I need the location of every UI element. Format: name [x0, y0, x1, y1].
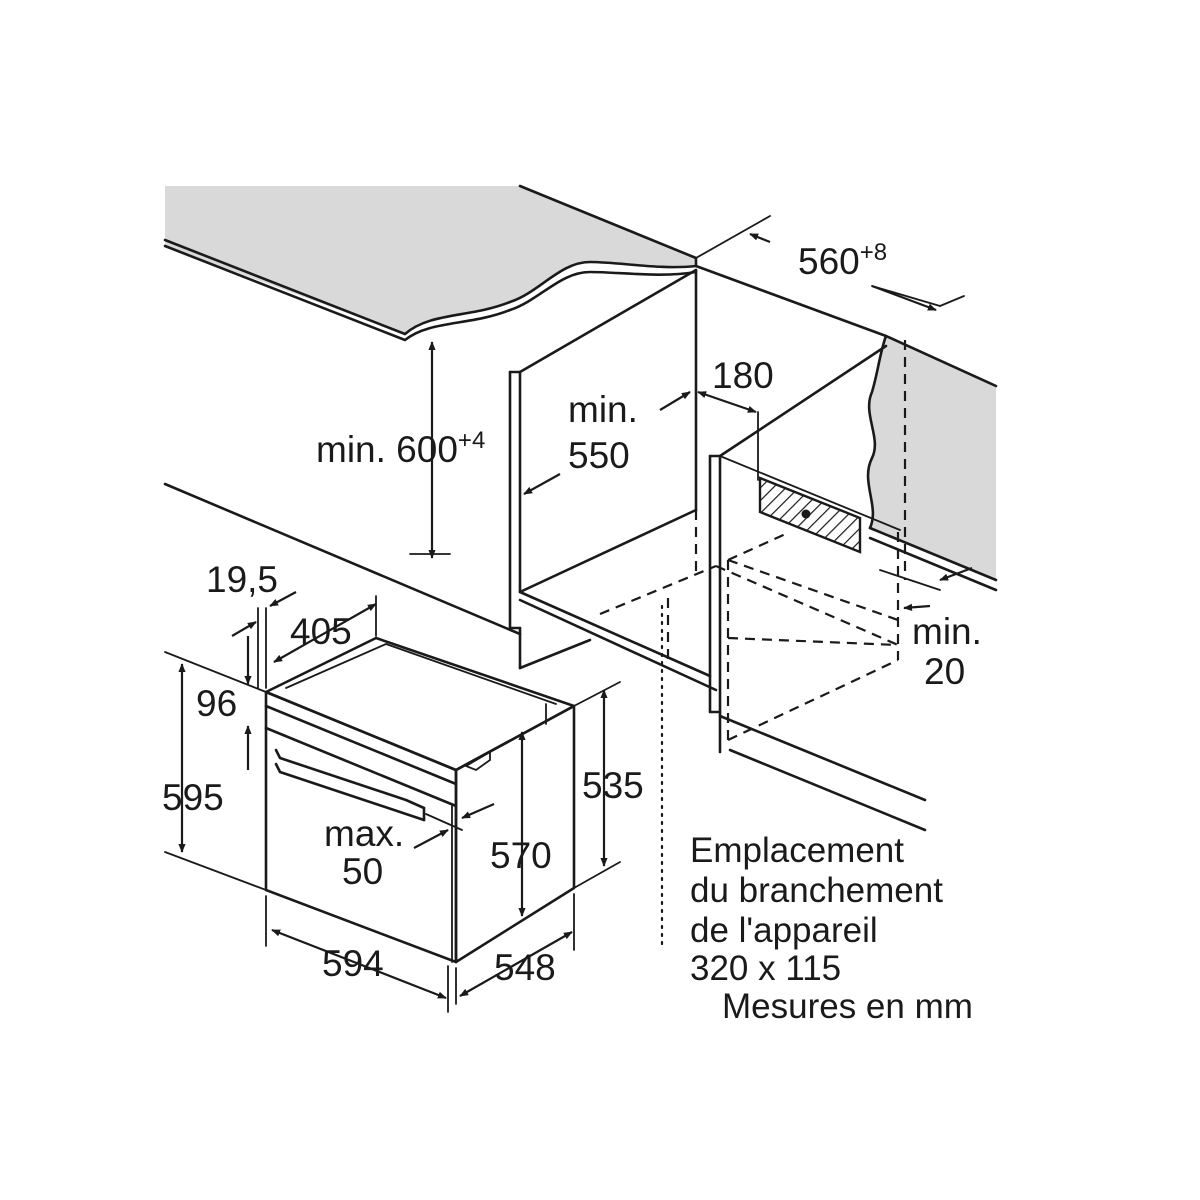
label-oven-width: 594 [322, 943, 384, 984]
hidden-lines [599, 340, 907, 952]
label-handle-line2: 50 [342, 851, 383, 892]
label-handle-line1: max. [324, 813, 404, 854]
label-oven-height: 595 [162, 777, 224, 818]
label-rear-gap-line2: 20 [924, 651, 965, 692]
label-control-panel-height: 96 [196, 683, 237, 724]
note-line-4: 320 x 115 [690, 949, 841, 988]
label-top-depth: 405 [290, 611, 352, 652]
countertop-right [866, 334, 998, 592]
note-line-1: Emplacement [690, 831, 904, 870]
label-oven-depth: 548 [494, 947, 556, 988]
label-side-height: 535 [582, 765, 644, 806]
cabinet-niche [163, 264, 927, 832]
label-outlet-offset: 180 [712, 355, 774, 396]
note-units: Mesures en mm [722, 987, 973, 1026]
label-rear-gap-line1: min. [912, 611, 982, 652]
label-niche-depth-line1: min. [568, 389, 638, 430]
connection-note: Emplacement du branchement de l'appareil… [690, 831, 973, 1026]
note-line-3: de l'appareil [690, 911, 878, 950]
dimension-lines [164, 215, 973, 1013]
label-niche-height: min. 600+4 [316, 427, 485, 470]
note-line-2: du branchement [690, 871, 943, 910]
label-front-offset: 19,5 [206, 559, 278, 600]
label-body-height: 570 [490, 835, 552, 876]
label-niche-width: 560+8 [798, 239, 887, 282]
oven [264, 636, 576, 964]
label-niche-depth-line2: 550 [568, 435, 630, 476]
connection-outlet-area [757, 411, 862, 554]
countertop-left [163, 184, 698, 342]
